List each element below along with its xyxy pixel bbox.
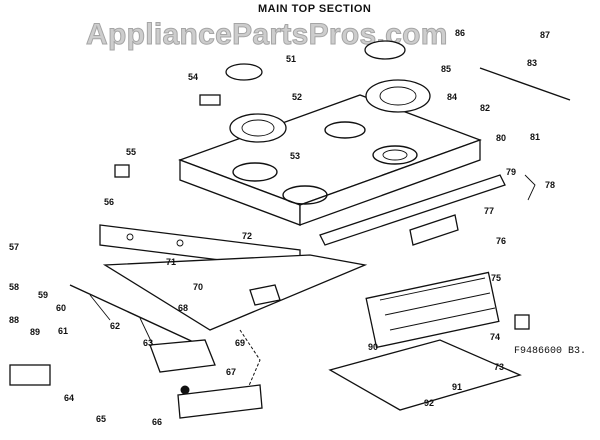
callout-63: 63 — [143, 338, 153, 348]
callout-67: 67 — [226, 367, 236, 377]
callout-86: 86 — [455, 28, 465, 38]
burner-caps — [225, 40, 406, 81]
callout-70: 70 — [193, 282, 203, 292]
callout-80: 80 — [496, 133, 506, 143]
callout-61: 61 — [58, 326, 68, 336]
callout-85: 85 — [441, 64, 451, 74]
callout-91: 91 — [452, 382, 462, 392]
callout-labels: 51 52 53 54 55 56 57 58 59 60 61 62 63 6… — [9, 28, 555, 427]
callout-75: 75 — [491, 273, 501, 283]
callout-59: 59 — [38, 290, 48, 300]
burner-grates — [229, 79, 431, 143]
callout-73: 73 — [494, 362, 504, 372]
callout-58: 58 — [9, 282, 19, 292]
callout-92: 92 — [424, 398, 434, 408]
callout-88: 88 — [9, 315, 19, 325]
callout-60: 60 — [56, 303, 66, 313]
callout-82: 82 — [480, 103, 490, 113]
callout-78: 78 — [545, 180, 555, 190]
callout-56: 56 — [104, 197, 114, 207]
callout-89: 89 — [30, 327, 40, 337]
callout-52: 52 — [292, 92, 302, 102]
callout-66: 66 — [152, 417, 162, 427]
callout-55: 55 — [126, 147, 136, 157]
cooktop-main-top — [178, 94, 482, 226]
callout-64: 64 — [64, 393, 74, 403]
callout-79: 79 — [506, 167, 516, 177]
callout-62: 62 — [110, 321, 120, 331]
callout-68: 68 — [178, 303, 188, 313]
reference-code: F9486600 B3. — [513, 346, 586, 357]
callout-90: 90 — [368, 342, 378, 352]
callout-72: 72 — [242, 231, 252, 241]
callout-77: 77 — [484, 206, 494, 216]
callout-65: 65 — [96, 414, 106, 424]
callout-54: 54 — [188, 72, 198, 82]
callout-71: 71 — [166, 257, 176, 267]
control-panel — [319, 174, 506, 246]
callout-69: 69 — [235, 338, 245, 348]
callout-74: 74 — [490, 332, 500, 342]
callout-53: 53 — [290, 151, 300, 161]
valve-assembly — [149, 339, 263, 419]
callout-84: 84 — [447, 92, 457, 102]
broiler-element — [365, 271, 500, 349]
lower-cover — [328, 339, 522, 411]
callout-81: 81 — [530, 132, 540, 142]
callout-76: 76 — [496, 236, 506, 246]
diagram-title: MAIN TOP SECTION — [258, 3, 372, 15]
burner-box-bottom — [102, 254, 368, 396]
callout-87: 87 — [540, 30, 550, 40]
small-parts — [9, 67, 571, 386]
callout-83: 83 — [527, 58, 537, 68]
callout-57: 57 — [9, 242, 19, 252]
callout-51: 51 — [286, 54, 296, 64]
